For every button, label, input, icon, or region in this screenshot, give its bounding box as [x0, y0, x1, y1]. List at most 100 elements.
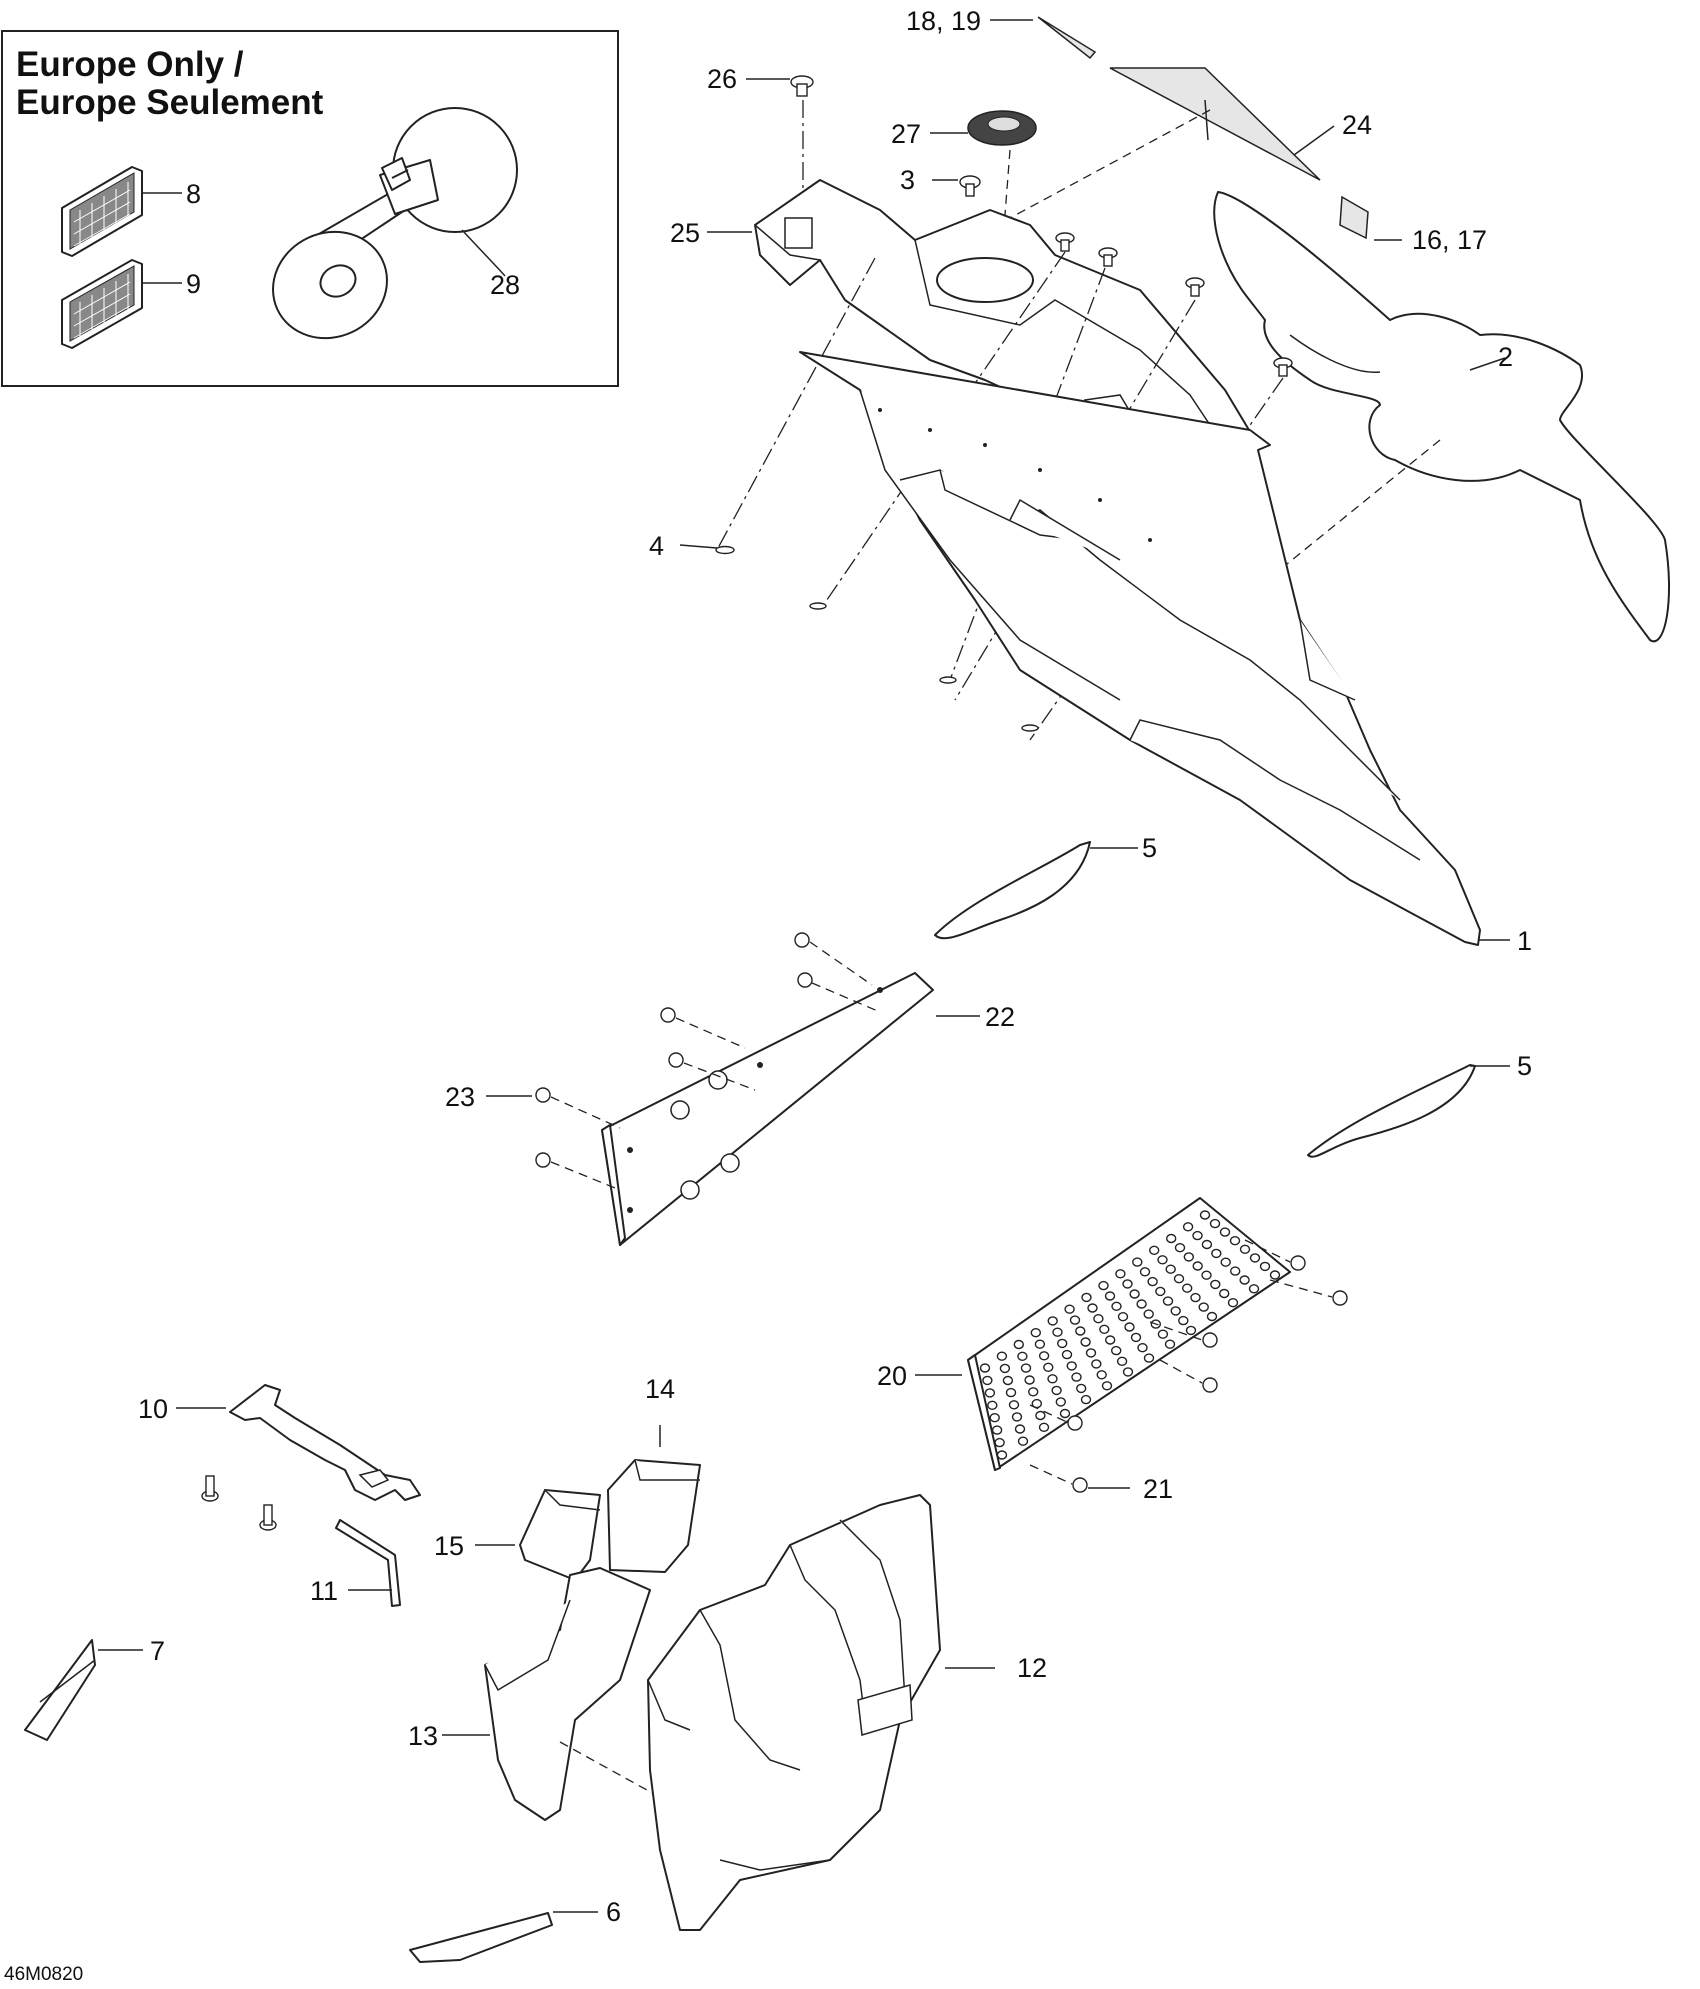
decal-part-24 [1109, 67, 1321, 181]
step-plate-studs [979, 1210, 1281, 1460]
screw-part-3 [959, 175, 981, 197]
plate-stud [1061, 1349, 1073, 1360]
plate-stud [1139, 1267, 1151, 1277]
plate-stud [1181, 1283, 1193, 1293]
decal-part-6 [409, 1912, 553, 1963]
plate-stud [1132, 1257, 1143, 1267]
callout-1: 1 [1517, 926, 1532, 956]
callout-20: 20 [877, 1361, 907, 1391]
callout-22: 22 [985, 1002, 1015, 1032]
callout-6: 6 [606, 1897, 621, 1927]
callout-27: 27 [891, 119, 921, 149]
callout-4: 4 [649, 531, 664, 561]
plate-stud [1038, 1351, 1050, 1361]
upper-panel-part-25 [754, 179, 1256, 481]
plate-stud [1124, 1322, 1135, 1332]
decal-part-5-lower [1307, 1064, 1476, 1158]
plate-stud [1210, 1279, 1221, 1290]
plate-stud [1035, 1410, 1046, 1421]
plate-stud [1201, 1270, 1212, 1280]
callout-5-upper: 5 [1142, 833, 1157, 863]
callout-8: 8 [186, 179, 201, 209]
plate-stud [1249, 1253, 1261, 1263]
callout-2: 2 [1498, 342, 1513, 372]
screw-part-26 [790, 75, 814, 97]
plate-stud [1017, 1436, 1029, 1446]
plate-stud [1069, 1315, 1081, 1325]
body-panel-part-1 [799, 351, 1481, 946]
plate-stud [1162, 1296, 1174, 1306]
plate-stud [1038, 1422, 1050, 1433]
plate-stud [1220, 1257, 1231, 1267]
plate-stud [1024, 1375, 1035, 1385]
plate-stud [1122, 1367, 1134, 1377]
callout-12: 12 [1017, 1653, 1047, 1683]
plate-stud [1071, 1372, 1082, 1382]
plate-stud [1239, 1275, 1250, 1285]
pad-part-14 [607, 1459, 701, 1573]
plate-stud [1020, 1363, 1032, 1373]
plate-stud [1148, 1245, 1160, 1256]
plate-stud [1182, 1222, 1194, 1232]
studs-part-23 [535, 932, 813, 1168]
callout-23: 23 [445, 1082, 475, 1112]
plate-stud [1116, 1356, 1128, 1367]
plate-stud [1091, 1359, 1102, 1369]
plate-stud [994, 1437, 1005, 1448]
studs-part-21 [1067, 1255, 1348, 1493]
wrench-part-10 [229, 1384, 421, 1501]
rivets-part-4 [715, 545, 1039, 732]
plate-stud [1030, 1327, 1042, 1338]
plate-stud [1248, 1284, 1260, 1294]
plate-stud [1047, 1374, 1058, 1384]
plate-stud [1198, 1302, 1209, 1312]
reflector-part-9 [61, 259, 143, 349]
decal-part-18-19 [1037, 16, 1097, 60]
plate-stud [1043, 1362, 1054, 1373]
plate-stud [1227, 1297, 1239, 1308]
plate-stud [1002, 1375, 1014, 1386]
callout-10: 10 [138, 1394, 168, 1424]
callout-9: 9 [186, 269, 201, 299]
plate-stud [1201, 1239, 1213, 1250]
plate-stud [1027, 1387, 1039, 1397]
inset-title-line1: Europe Only / [16, 45, 244, 84]
plate-stud [1115, 1269, 1126, 1279]
plate-stud [1075, 1326, 1086, 1336]
plate-stud [1101, 1381, 1113, 1391]
plate-stud [1066, 1361, 1077, 1371]
plate-stud [1157, 1329, 1169, 1339]
plate-stud [996, 1450, 1008, 1460]
callout-7: 7 [150, 1636, 165, 1666]
plate-stud [1130, 1332, 1142, 1343]
plate-stud [1129, 1289, 1140, 1299]
plate-stud [1017, 1351, 1028, 1362]
plate-stud [1104, 1291, 1116, 1301]
plate-stud [1013, 1339, 1024, 1350]
plate-stud [1239, 1244, 1251, 1255]
plate-stud [1047, 1316, 1058, 1326]
plate-stud [1085, 1348, 1097, 1358]
plate-stud [996, 1351, 1008, 1361]
plate-stud [1081, 1292, 1092, 1303]
pad-part-15 [519, 1489, 601, 1581]
side-panel-part-22 [601, 972, 934, 1246]
plate-stud [1098, 1280, 1109, 1291]
plate-stud [1155, 1286, 1166, 1297]
plate-stud [1165, 1233, 1177, 1244]
inset-title-line2: Europe Seulement [16, 83, 324, 122]
screws-top-rows [1055, 232, 1293, 377]
storage-box-part-12 [647, 1494, 941, 1931]
plate-stud [1219, 1227, 1231, 1237]
plate-stud [989, 1412, 1000, 1423]
plate-stud [1185, 1325, 1197, 1336]
callout-11: 11 [310, 1576, 338, 1606]
decal-part-7 [24, 1639, 96, 1741]
callout-26: 26 [707, 64, 737, 94]
cap-part-27 [967, 110, 1037, 146]
plate-stud [1183, 1252, 1195, 1262]
callout-18-19: 18, 19 [906, 6, 981, 36]
plate-stud [1192, 1230, 1203, 1241]
plate-stud [1170, 1306, 1181, 1316]
plate-stud [1122, 1279, 1133, 1289]
